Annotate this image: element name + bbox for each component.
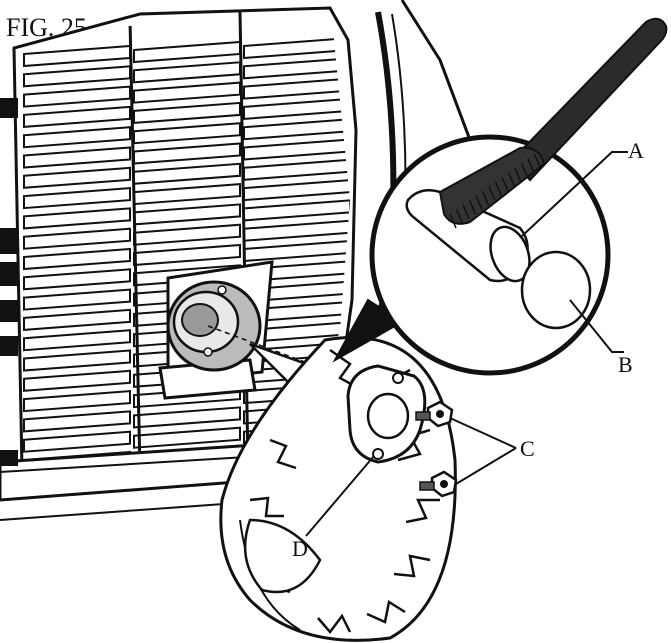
grille-slat [133, 101, 241, 124]
zoom-screen-mouth [489, 225, 531, 283]
brush-bristle [520, 163, 529, 178]
grille-slat [23, 105, 131, 128]
cover-opening [366, 392, 410, 440]
screw-bottom [419, 470, 458, 498]
leader-b [569, 299, 624, 353]
grille-slat [23, 268, 131, 291]
grille-slat [23, 166, 131, 189]
detail-magnifier [332, 134, 611, 376]
brush-bristle [507, 172, 516, 187]
grille-slat [243, 57, 350, 80]
brush-bristle [449, 213, 457, 229]
brush-bristle [514, 167, 522, 183]
wire-brush [438, 17, 668, 229]
grille-slat [243, 97, 350, 120]
grille-slat [23, 308, 131, 331]
grille-slat [23, 390, 131, 413]
brush-bristle [527, 158, 535, 174]
callout-d: D [292, 536, 308, 561]
wheel-hub [243, 518, 322, 594]
frame-rail-right [400, 0, 472, 141]
grille-slat [23, 410, 131, 433]
brush-head [438, 146, 546, 225]
cover-hole-bottom [372, 448, 384, 460]
grille-slat [23, 227, 131, 250]
brush-bristle [481, 190, 490, 206]
grille-slat [23, 288, 131, 311]
brush-handle [510, 17, 668, 182]
brush-bristle [501, 176, 509, 192]
grille-divider [128, 19, 142, 471]
callout-a: A [628, 138, 644, 163]
grille-slat [23, 85, 131, 108]
leader-c2 [455, 447, 517, 485]
brush-bristle [533, 153, 542, 169]
grille-slat [23, 146, 131, 169]
callout-b: B [618, 352, 633, 377]
grille-slat [23, 187, 131, 210]
brush-bristle [488, 186, 496, 201]
cover-hole-top [392, 372, 404, 384]
grille-slat [23, 349, 131, 372]
outlet-screw-bottom [203, 347, 213, 357]
muffler-outlet-core [181, 303, 219, 337]
spark-arrestor-cover [346, 364, 427, 464]
grille-slat [23, 430, 131, 453]
callout-c: C [520, 436, 535, 461]
outlet-screw-top [217, 285, 227, 295]
grille-slat [133, 406, 241, 429]
grille-slat [243, 118, 350, 141]
grille-slat [23, 207, 131, 230]
brush-bristles [449, 153, 542, 229]
brush-bristle [462, 204, 470, 220]
grille-slat [243, 77, 350, 100]
grille-slat [133, 426, 241, 449]
grille-slat [23, 247, 131, 271]
zoom-gasket [520, 250, 592, 330]
muffler-mount [158, 260, 274, 400]
leader-a [521, 151, 628, 237]
grille-slat [23, 369, 131, 392]
brush-bristle [494, 181, 503, 197]
brush-bristle [475, 195, 483, 210]
screw-top [415, 400, 454, 428]
leader-lines [305, 151, 628, 537]
brush-bristle [468, 199, 477, 215]
grille-slat [23, 126, 131, 149]
leader-c1 [449, 417, 517, 449]
leader-d [305, 455, 375, 537]
side-notches [0, 98, 18, 466]
grille-slat [23, 329, 131, 352]
cover-screws [415, 400, 458, 498]
grille-slat [243, 36, 350, 60]
brush-bristle [455, 209, 464, 224]
